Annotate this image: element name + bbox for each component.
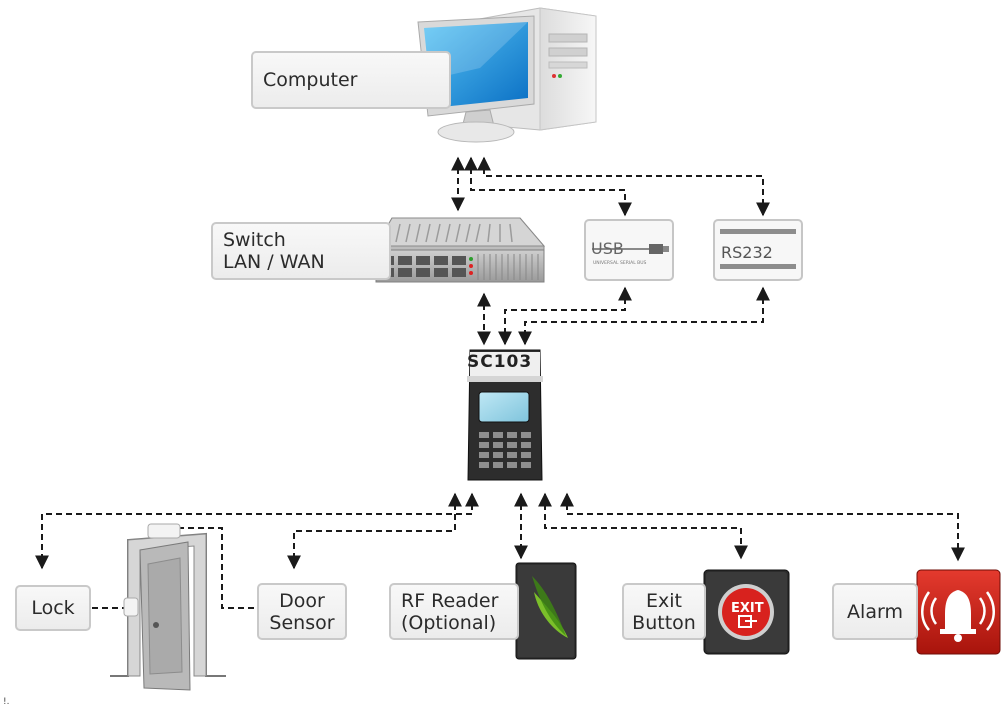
alarm-label: Alarm xyxy=(847,600,903,623)
link-controller-exit xyxy=(538,492,748,560)
switch-label-line1: Switch xyxy=(223,229,286,251)
computer-label: Computer xyxy=(263,69,358,91)
link-controller-lock xyxy=(35,492,479,570)
switch-label-line2: LAN / WAN xyxy=(223,251,325,273)
controller-model-label: SC103 xyxy=(467,352,533,372)
alarm-bell-icon xyxy=(916,569,1001,655)
link-controller-door-sensor xyxy=(287,492,462,570)
usb-port-icon: USB UNIVERSAL SERIAL BUS xyxy=(584,219,674,281)
link-door-sensor-wire xyxy=(178,527,256,609)
exit-button-icon: EXIT xyxy=(703,569,790,655)
door-sensor-label-line1: Door xyxy=(279,589,325,612)
rf-reader-label-line1: RF Reader xyxy=(401,589,499,612)
usb-caption-text: UNIVERSAL SERIAL BUS xyxy=(593,260,647,266)
link-rs232-controller xyxy=(518,286,770,346)
serial-port-icon: RS232 xyxy=(713,219,803,281)
network-switch-icon xyxy=(375,217,546,283)
door-sensor-label-box: Door Sensor xyxy=(257,583,347,640)
door-icon xyxy=(110,523,226,691)
rf-reader-label-line2: (Optional) xyxy=(401,611,497,634)
link-usb-controller xyxy=(498,286,632,346)
rf-reader-label-box: RF Reader (Optional) xyxy=(389,583,519,640)
lock-label-box: Lock xyxy=(15,585,91,631)
corner-mark: !. xyxy=(3,697,10,707)
link-computer-usb xyxy=(464,156,632,217)
link-controller-alarm xyxy=(560,492,965,562)
exit-button-text: EXIT xyxy=(731,601,764,616)
exit-button-label-line1: Exit xyxy=(646,589,682,612)
exit-button-label-box: Exit Button xyxy=(622,583,706,640)
access-controller-icon xyxy=(467,349,543,481)
rf-reader-icon xyxy=(515,562,577,660)
computer-label-box: Computer xyxy=(251,51,451,109)
link-computer-rs232 xyxy=(477,156,770,217)
lock-label: Lock xyxy=(31,597,75,619)
exit-button-label-line2: Button xyxy=(632,611,696,634)
rs232-text: RS232 xyxy=(721,243,773,262)
alarm-label-box: Alarm xyxy=(832,583,918,640)
door-sensor-label-line2: Sensor xyxy=(269,611,335,634)
switch-label-box: Switch LAN / WAN xyxy=(211,222,391,280)
